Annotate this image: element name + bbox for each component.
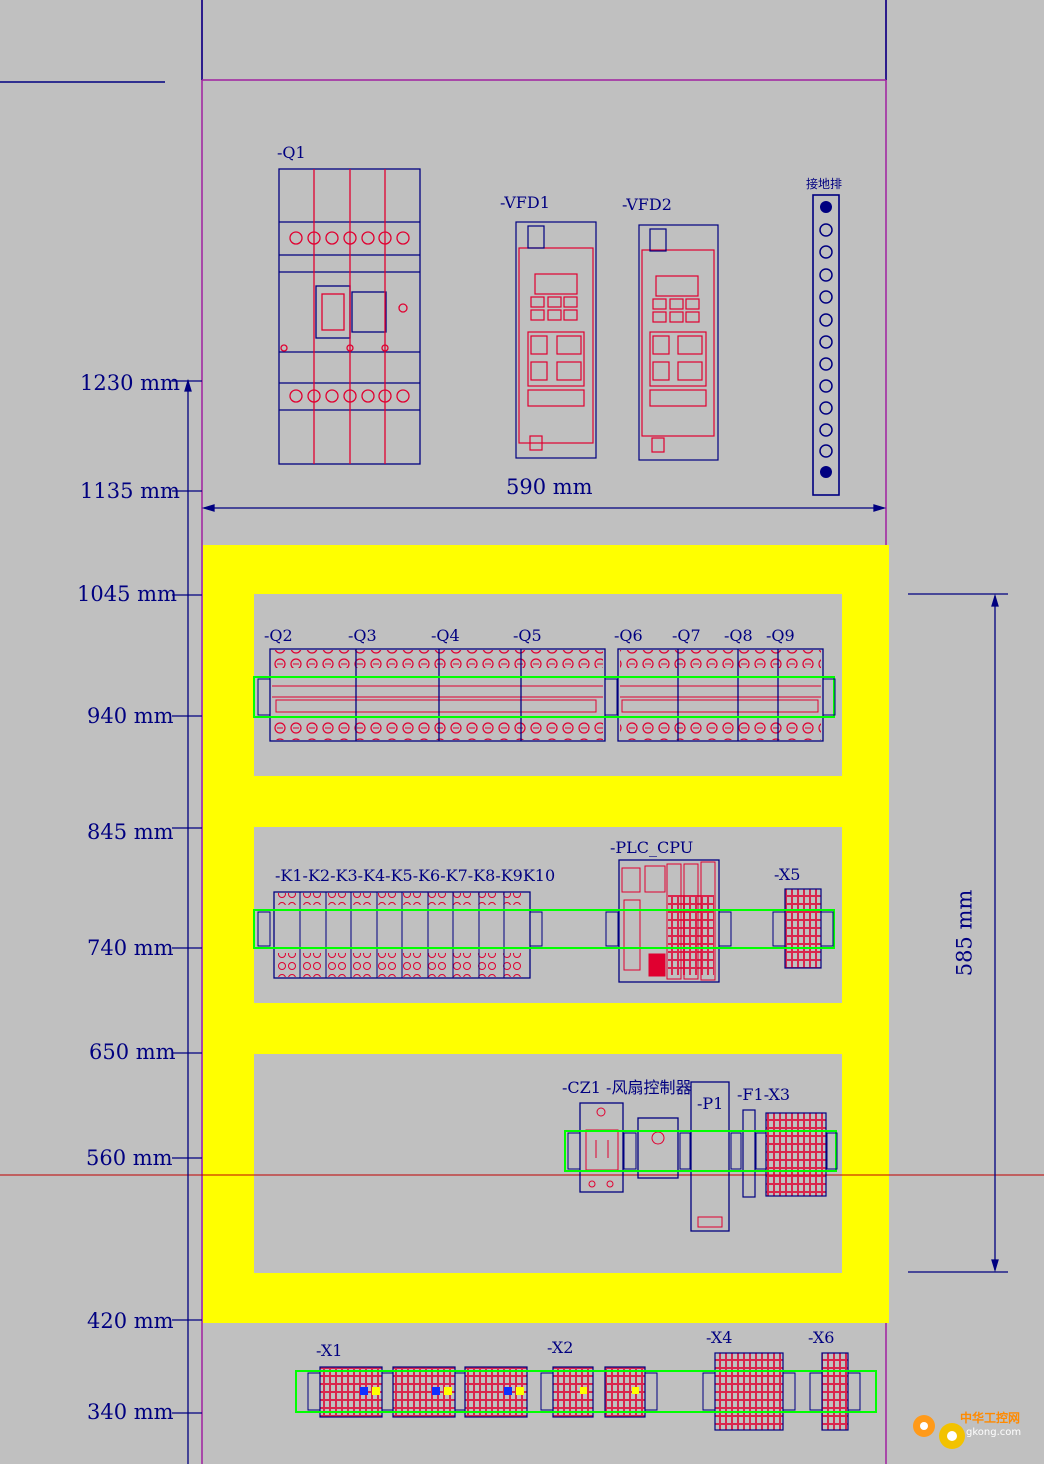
breaker-q1-symbol	[278, 168, 421, 465]
fuse-f1-symbol	[742, 1109, 756, 1198]
breaker-row	[253, 648, 836, 742]
tag-cz1-fan: -CZ1 -风扇控制器	[562, 1078, 692, 1097]
watermark-domain: gkong.com	[966, 1427, 1022, 1438]
tag-x5: -X5	[774, 865, 801, 884]
contactor-row	[253, 859, 835, 983]
tag-x6: -X6	[808, 1328, 835, 1347]
tag-x4: -X4	[706, 1328, 733, 1347]
tag-q5: -Q5	[513, 626, 542, 645]
din-rail-2	[253, 909, 835, 949]
fan-controller-symbol	[637, 1117, 679, 1179]
tag-f1-x3: -F1-X3	[737, 1085, 791, 1104]
tag-vfd1: -VFD1	[500, 193, 550, 212]
dim-label-650: 650 mm	[89, 1040, 176, 1064]
tag-q4: -Q4	[431, 626, 460, 645]
dim-label-width: 590 mm	[506, 475, 593, 499]
dim-label-1045: 1045 mm	[77, 582, 177, 606]
gear-icon	[913, 1415, 965, 1449]
section-breakers	[254, 594, 842, 776]
tag-q1: -Q1	[277, 143, 306, 162]
tag-q9: -Q9	[766, 626, 795, 645]
dim-label-1230: 1230 mm	[80, 371, 180, 395]
tag-plc-cpu: -PLC_CPU	[610, 838, 694, 857]
dim-label-1135: 1135 mm	[80, 479, 180, 503]
tag-vfd2: -VFD2	[622, 195, 672, 214]
vfd2-symbol	[638, 224, 719, 461]
terminal-x5-symbol	[784, 888, 822, 969]
tag-q7: -Q7	[672, 626, 701, 645]
dim-label-560: 560 mm	[86, 1146, 173, 1170]
tag-x1: -X1	[316, 1341, 343, 1360]
section-aux	[254, 1054, 842, 1273]
watermark-site: 中华工控网	[960, 1411, 1021, 1425]
tag-p1: -P1	[697, 1094, 724, 1113]
vfd1-symbol	[515, 221, 597, 459]
din-rail-1	[253, 676, 835, 718]
tag-q2: -Q2	[264, 626, 293, 645]
dim-label-height: 585 mm	[952, 889, 977, 977]
vertical-dimension-scale	[172, 378, 202, 1464]
terminal-row	[295, 1352, 877, 1431]
din-rail-3	[564, 1130, 837, 1172]
tag-contactors: -K1-K2-K3-K4-K5-K6-K7-K8-K9K10	[275, 866, 556, 885]
tag-q3: -Q3	[348, 626, 377, 645]
dim-label-420: 420 mm	[87, 1309, 174, 1333]
tag-q8: -Q8	[724, 626, 753, 645]
dim-label-740: 740 mm	[87, 936, 174, 960]
tag-x2: -X2	[547, 1338, 574, 1357]
din-rail-4	[295, 1370, 877, 1413]
ground-bar-symbol	[812, 194, 840, 496]
dim-label-845: 845 mm	[87, 820, 174, 844]
width-dimension-line	[201, 504, 887, 512]
height-dimension-line	[908, 593, 1008, 1273]
aux-device-row	[564, 1081, 838, 1232]
power-supply-p1-symbol	[690, 1081, 730, 1232]
terminal-x3-symbol	[765, 1112, 827, 1197]
tag-ground-bar: 接地排	[806, 177, 843, 191]
dim-label-340: 340 mm	[87, 1400, 174, 1424]
tag-q6: -Q6	[614, 626, 643, 645]
dim-label-940: 940 mm	[87, 704, 174, 728]
